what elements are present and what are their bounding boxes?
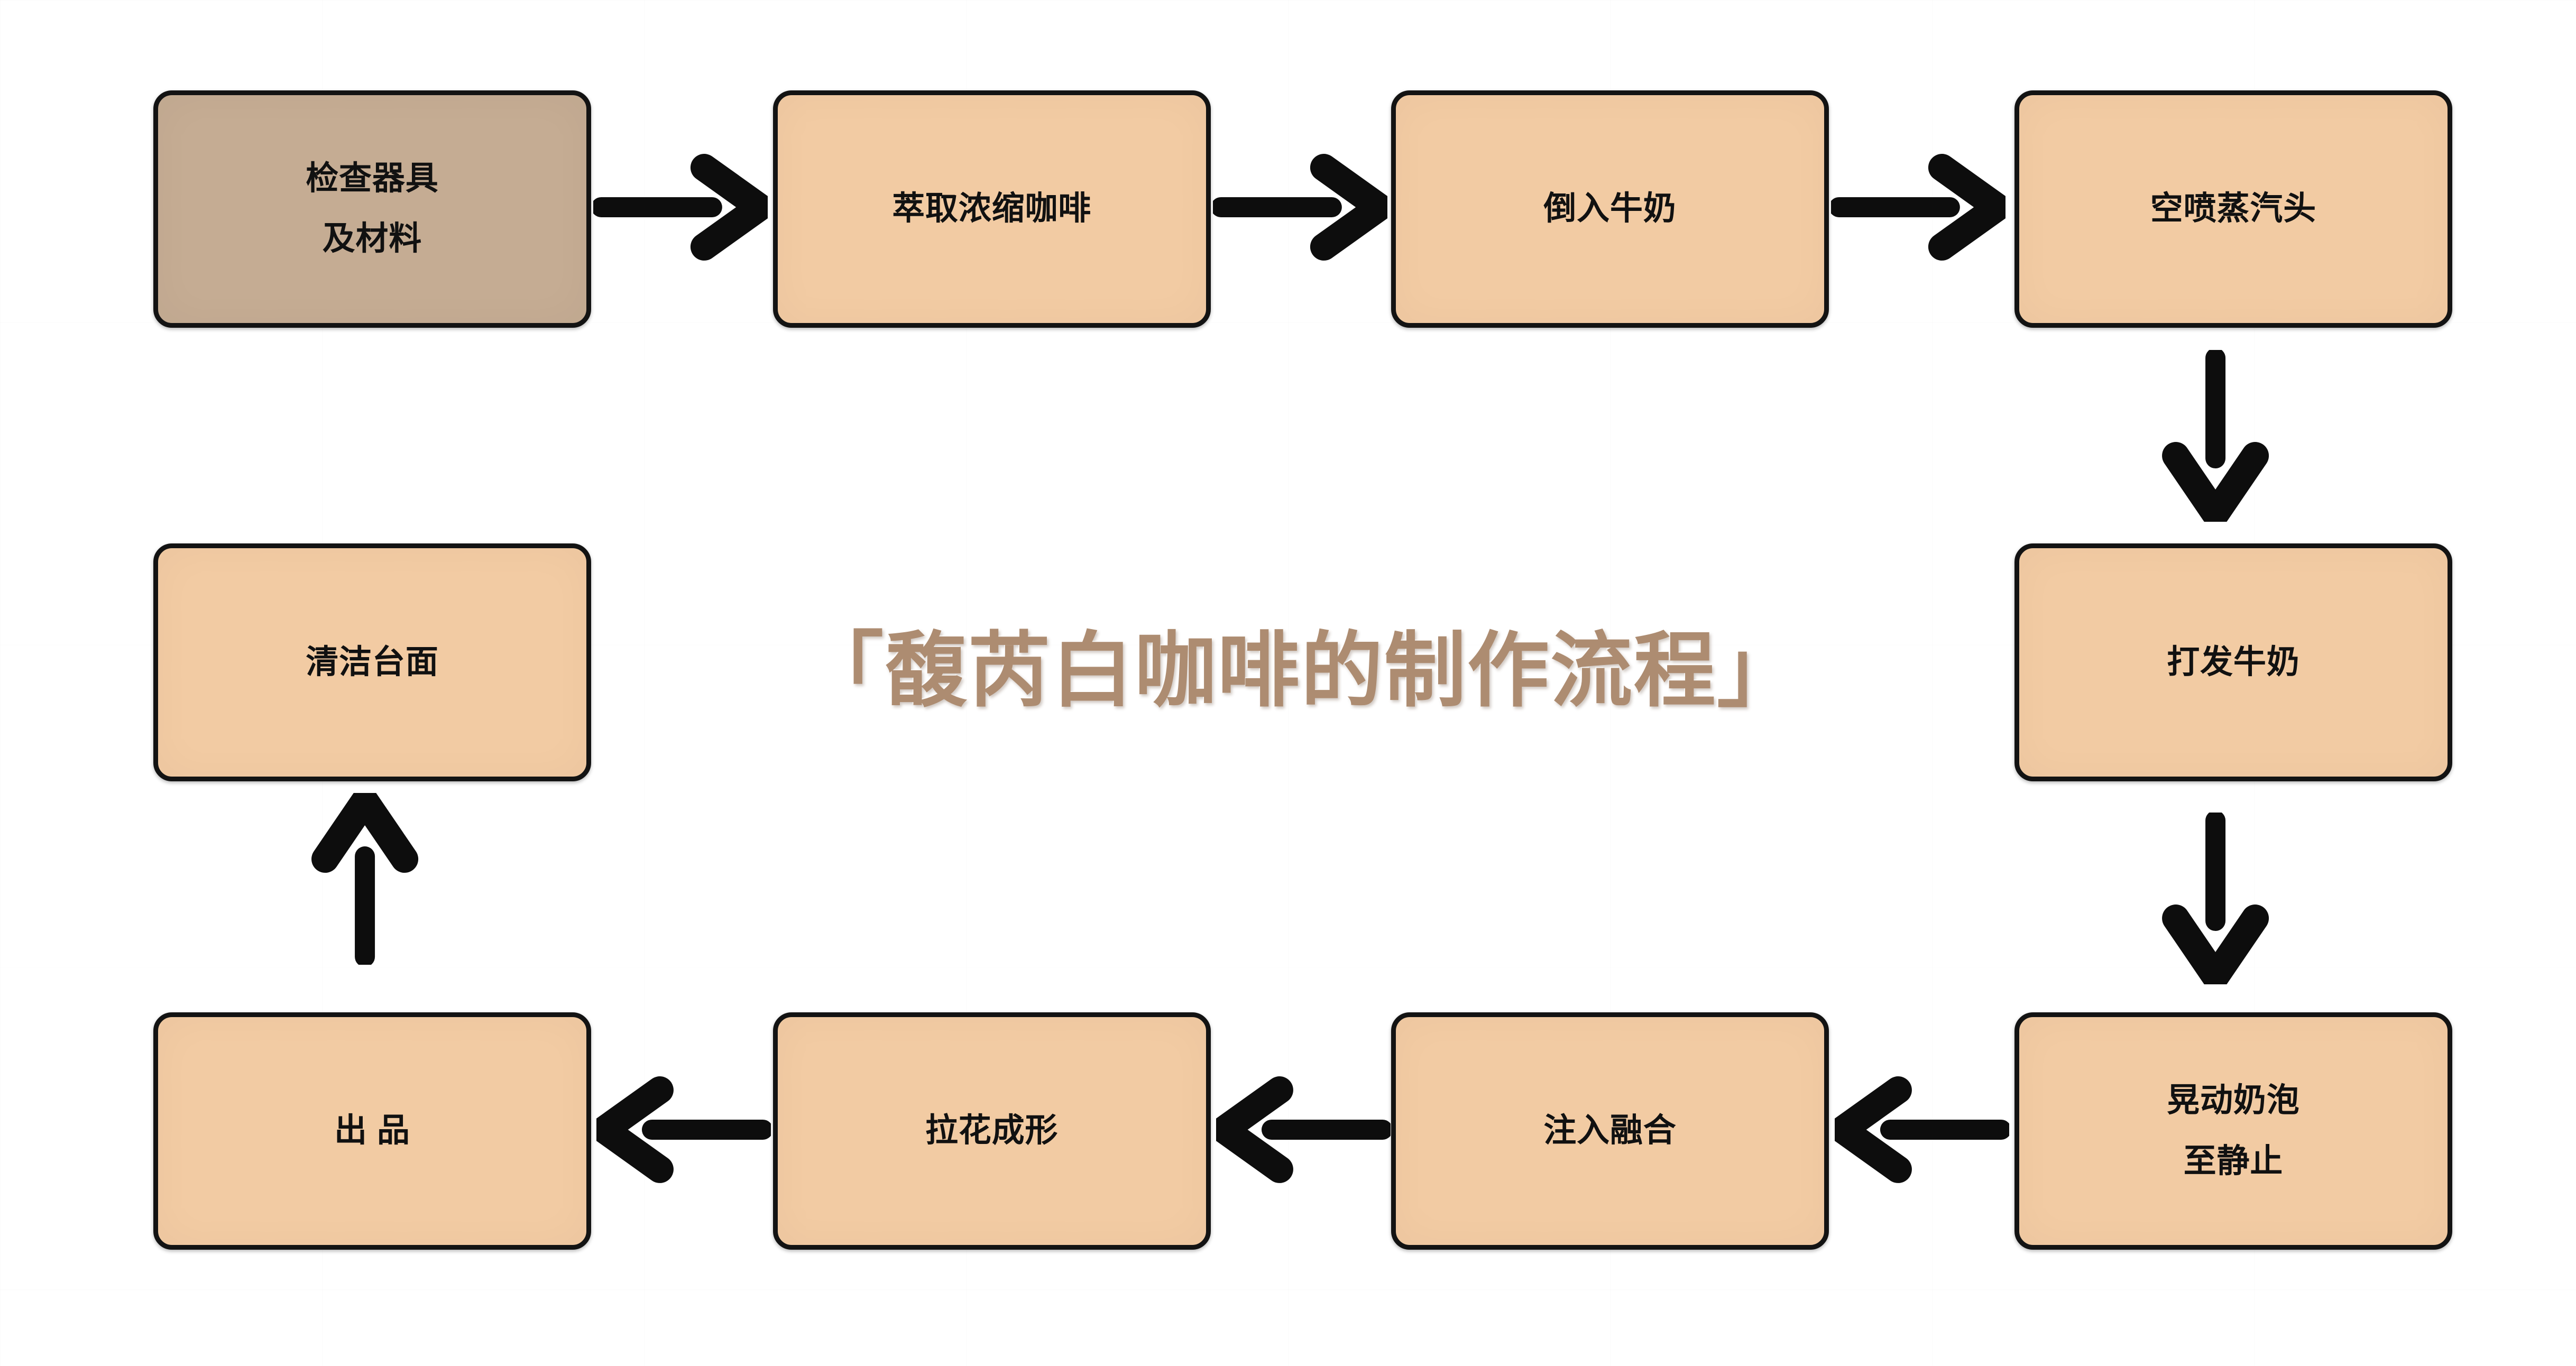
node-label-line: 注入融合 (1543, 1112, 1677, 1149)
node-label-line: 倒入牛奶 (1543, 190, 1677, 227)
node-label: 出 品 (334, 1101, 410, 1161)
arrow-serve-to-clean-counter (311, 793, 418, 965)
node-label: 拉花成形 (925, 1101, 1058, 1161)
node-clean-counter: 清洁台面 (153, 543, 592, 782)
arrow-purge-steam-wand-to-froth-milk (2161, 349, 2269, 522)
node-label: 注入融合 (1543, 1101, 1676, 1161)
node-pour-milk: 倒入牛奶 (1391, 90, 1829, 328)
node-label-line: 空喷蒸汽头 (2150, 190, 2317, 227)
node-label: 打发牛奶 (2167, 632, 2299, 693)
node-label-line: 检查器具 (306, 160, 439, 197)
node-label: 清洁台面 (306, 632, 438, 693)
node-label-line: 及材料 (322, 220, 422, 257)
node-latte-art: 拉花成形 (772, 1012, 1211, 1250)
node-label-line: 拉花成形 (925, 1112, 1059, 1149)
node-swirl-foam: 晃动奶泡 至静止 (2014, 1012, 2453, 1250)
node-label-line: 出 品 (334, 1112, 410, 1149)
arrow-swirl-foam-to-pour-blend (1834, 1076, 2009, 1183)
arrow-check-tools-to-extract-espresso (593, 154, 768, 261)
node-purge-steam-wand: 空喷蒸汽头 (2014, 90, 2453, 328)
arrow-latte-art-to-serve (596, 1076, 771, 1183)
node-label: 晃动奶泡 至静止 (2167, 1070, 2299, 1192)
node-label: 检查器具 及材料 (306, 149, 438, 270)
node-serve: 出 品 (153, 1012, 592, 1250)
node-froth-milk: 打发牛奶 (2014, 543, 2453, 782)
node-label-line: 至静止 (2183, 1142, 2284, 1179)
arrow-pour-blend-to-latte-art (1216, 1076, 1391, 1183)
diagram-title: 「馥芮白咖啡的制作流程」 (802, 625, 1800, 717)
node-label-line: 清洁台面 (306, 643, 439, 680)
node-label-line: 打发牛奶 (2167, 643, 2300, 680)
node-label-line: 萃取浓缩咖啡 (892, 190, 1092, 227)
arrow-froth-milk-to-swirl-foam (2161, 812, 2269, 985)
node-pour-blend: 注入融合 (1391, 1012, 1829, 1250)
node-label-line: 晃动奶泡 (2167, 1082, 2300, 1119)
node-label: 空喷蒸汽头 (2150, 179, 2316, 239)
arrow-extract-espresso-to-pour-milk (1212, 154, 1387, 261)
node-extract-espresso: 萃取浓缩咖啡 (772, 90, 1211, 328)
arrow-pour-milk-to-purge-steam-wand (1831, 154, 2005, 261)
node-label: 倒入牛奶 (1543, 179, 1676, 239)
node-label: 萃取浓缩咖啡 (892, 179, 1091, 239)
node-check-tools: 检查器具 及材料 (153, 90, 592, 328)
